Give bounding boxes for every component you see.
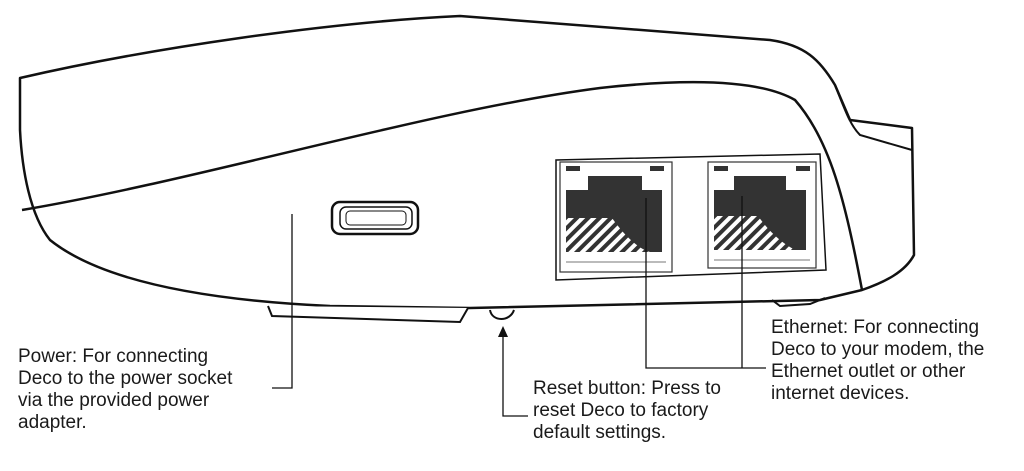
- ethernet-callout: Ethernet: For connecting Deco to your mo…: [771, 317, 985, 404]
- reset-leader-line: [502, 335, 528, 417]
- body-edge-line: [21, 80, 864, 291]
- ethernet-leader-line: [645, 198, 766, 369]
- ethernet-port-2: [707, 161, 817, 269]
- power-callout: Power: For connecting Deco to the power …: [18, 346, 233, 433]
- reset-arrow-icon: [498, 326, 508, 337]
- device-rear-tab: [771, 297, 826, 308]
- power-leader-line: [272, 214, 293, 389]
- ethernet-port-1: [559, 161, 673, 273]
- top-ledge-line: [834, 84, 913, 151]
- reset-button: [489, 309, 515, 320]
- leader-lines: [272, 196, 766, 417]
- device-foot: [267, 305, 469, 324]
- power-socket: [330, 200, 420, 236]
- reset-callout: Reset button: Press to reset Deco to fac…: [533, 378, 721, 443]
